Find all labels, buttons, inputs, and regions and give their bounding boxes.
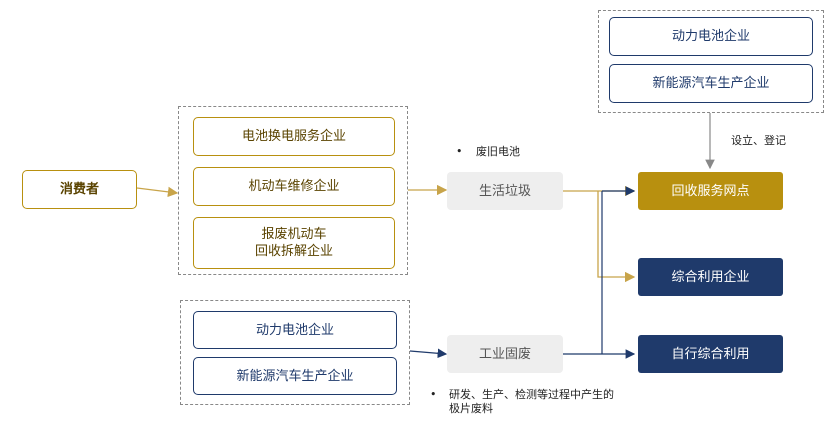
used-battery-bullet: • bbox=[456, 145, 463, 158]
industrial-waste-node: 工业固废 bbox=[447, 335, 563, 373]
collectors-group bbox=[178, 106, 408, 275]
motor-repair-node: 机动车维修企业 bbox=[193, 167, 395, 206]
consumer-node: 消费者 bbox=[22, 170, 137, 209]
comprehensive-utilization-node: 综合利用企业 bbox=[638, 258, 783, 296]
top-battery-makers-node: 动力电池企业 bbox=[609, 17, 813, 56]
self-utilization-node: 自行综合利用 bbox=[638, 335, 783, 373]
process-scrap-note: 研发、生产、检测等过程中产生的 极片废料 bbox=[449, 388, 614, 415]
battery-swap-node: 电池换电服务企业 bbox=[193, 117, 395, 156]
industrial-nev-makers-node: 新能源汽车生产企业 bbox=[193, 357, 397, 395]
used-battery-note: 废旧电池 bbox=[476, 145, 520, 158]
scrap-recycle-node: 报废机动车 回收拆解企业 bbox=[193, 217, 395, 269]
service-outlet-node: 回收服务网点 bbox=[638, 172, 783, 210]
setup-register-label: 设立、登记 bbox=[731, 134, 786, 147]
process-scrap-bullet: • bbox=[430, 388, 437, 401]
top-group bbox=[598, 10, 824, 113]
household-waste-node: 生活垃圾 bbox=[447, 172, 563, 210]
industrial-group bbox=[180, 300, 410, 405]
industrial-battery-makers-node: 动力电池企业 bbox=[193, 311, 397, 349]
top-nev-makers-node: 新能源汽车生产企业 bbox=[609, 64, 813, 103]
